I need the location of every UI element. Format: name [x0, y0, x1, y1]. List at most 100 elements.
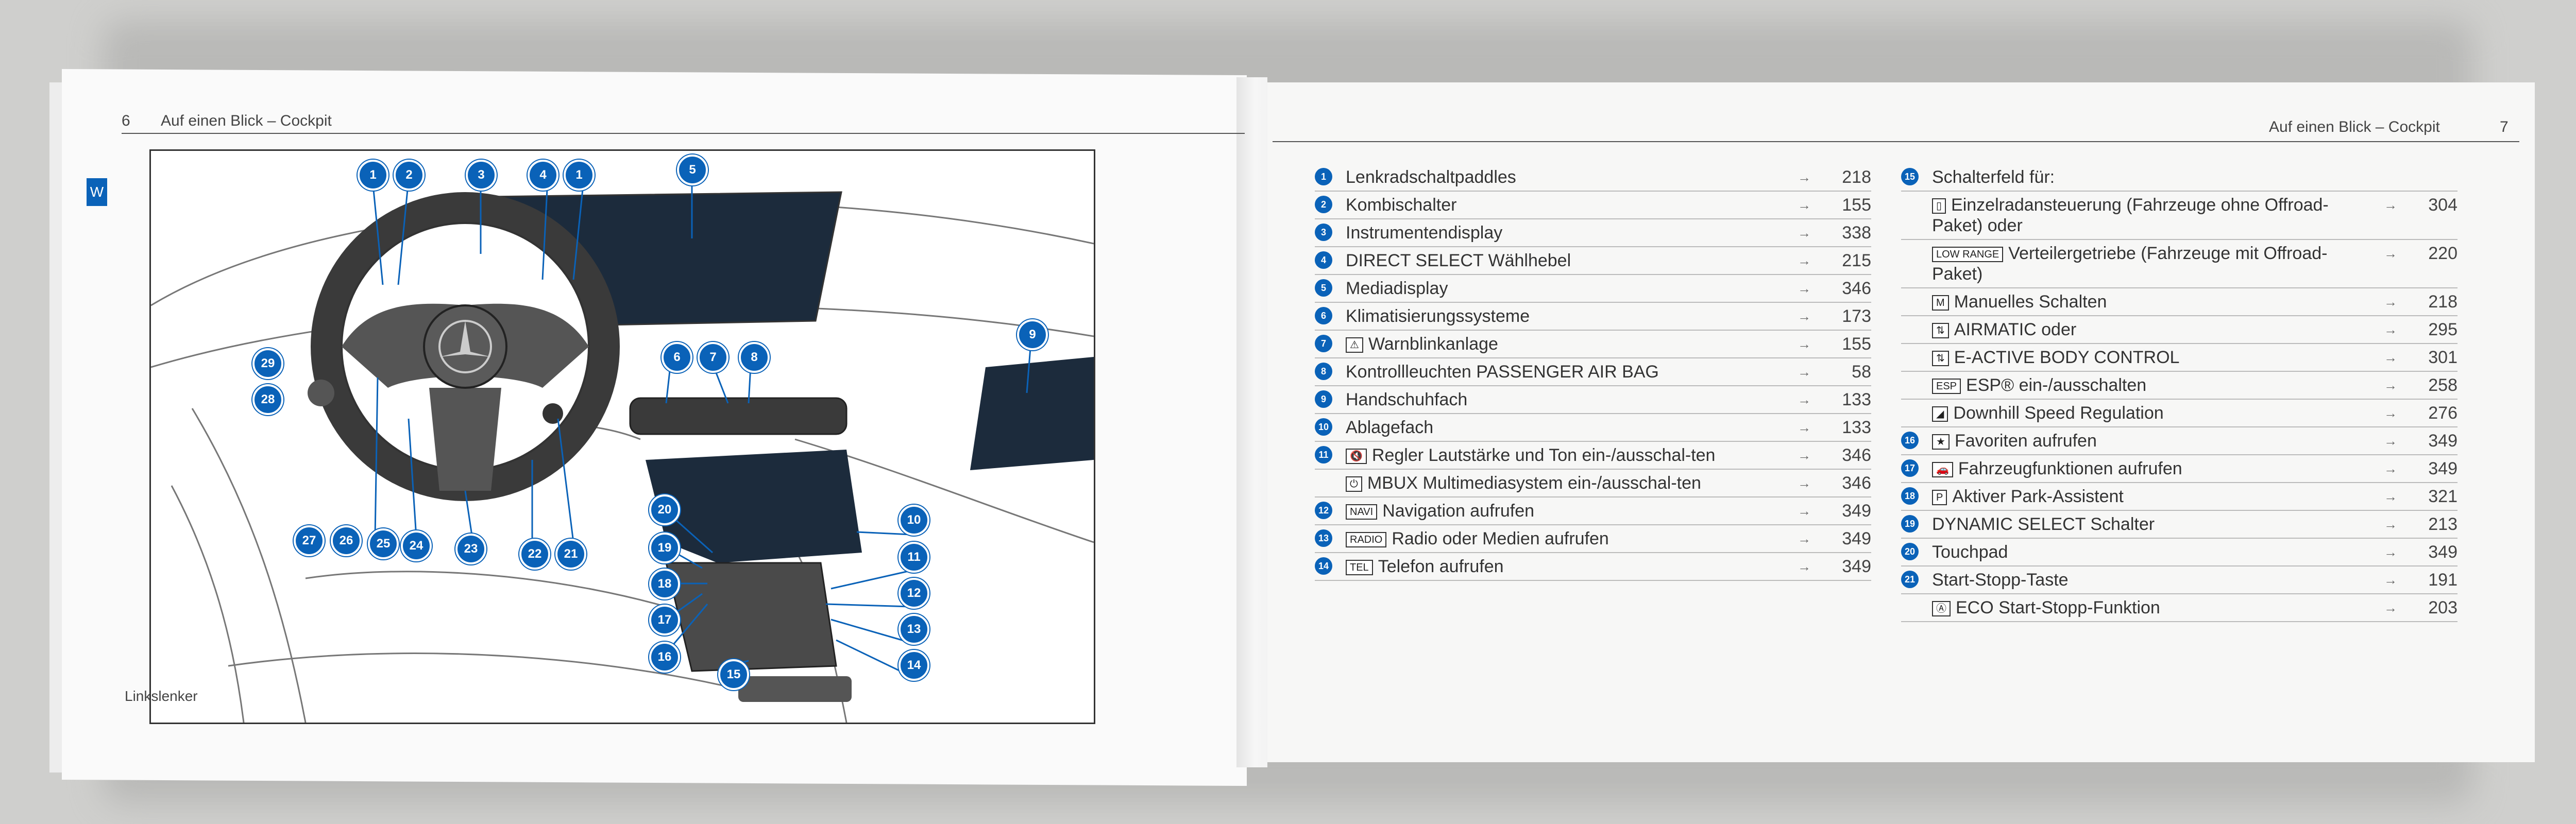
item-label: ▯Einzelradansteuerung (Fahrzeuge ohne Of…: [1932, 195, 2375, 236]
page-ref-arrow: →: [2384, 405, 2397, 421]
item-label: Klimatisierungssysteme: [1346, 306, 1789, 327]
item-label: 🔇Regler Lautstärke und Ton ein-/ausschal…: [1346, 445, 1789, 466]
callout-marker: 25: [368, 528, 399, 559]
item-text: ESP® ein-/ausschalten: [1966, 375, 2147, 395]
callout-marker: 5: [677, 154, 708, 185]
item-number-badge: 13: [1315, 529, 1332, 547]
item-text: Navigation aufrufen: [1382, 501, 1535, 521]
page-ref-arrow: →: [2384, 377, 2397, 393]
page-reference: 258: [2428, 375, 2458, 395]
item-text: Manuelles Schalten: [1954, 292, 2107, 312]
control-symbol-icon: ⏻: [1346, 476, 1362, 492]
item-text: Fahrzeugfunktionen aufrufen: [1958, 459, 2182, 478]
page-ref-arrow: →: [2384, 294, 2397, 310]
control-symbol-icon: ESP: [1932, 379, 1961, 394]
item-text: Verteilergetriebe (Fahrzeuge mit Offroad…: [1932, 244, 2328, 284]
callout-marker: 12: [899, 578, 929, 609]
control-symbol-icon: P: [1932, 490, 1947, 506]
callout-marker: 10: [899, 505, 929, 536]
item-text: E-ACTIVE BODY CONTROL: [1954, 348, 2180, 367]
page-reference: 215: [1842, 251, 1871, 270]
item-number-badge: 2: [1315, 196, 1332, 213]
page-reference: 155: [1842, 195, 1871, 215]
item-label: Handschuhfach: [1346, 389, 1789, 410]
page-ref-arrow: →: [1798, 392, 1811, 407]
page-reference: 218: [2428, 292, 2458, 312]
callout-marker: 14: [899, 650, 929, 681]
item-number-badge: 14: [1315, 557, 1332, 575]
callout-marker: 8: [739, 342, 770, 373]
reference-row: ◢Downhill Speed Regulation → 276: [1901, 400, 2458, 427]
page-ref-arrow: →: [1798, 225, 1811, 241]
callout-marker: 17: [649, 605, 680, 636]
reference-row: ESP ESP® ein-/ausschalten → 258: [1901, 372, 2458, 400]
callout-marker: 29: [252, 348, 283, 379]
item-number-badge: 8: [1315, 363, 1332, 380]
page-reference: 218: [1842, 167, 1871, 187]
page-reference: 173: [1842, 306, 1871, 326]
page-reference: 304: [2428, 195, 2458, 215]
page-reference: 58: [1852, 362, 1871, 382]
page-reference: 191: [2428, 570, 2458, 590]
page-reference: 346: [1842, 445, 1871, 465]
item-text: Instrumentendisplay: [1346, 223, 1503, 243]
page-ref-arrow: →: [2384, 197, 2397, 213]
item-number-badge: 7: [1315, 335, 1332, 352]
control-symbol-icon: 🚗: [1932, 462, 1953, 478]
control-symbol-icon: ⚠: [1346, 337, 1363, 353]
right-page-header: Auf einen Blick – Cockpit: [2269, 118, 2440, 135]
control-symbol-icon: NAVI: [1346, 504, 1378, 520]
page-reference: 338: [1842, 223, 1871, 243]
item-text: Ablagefach: [1346, 418, 1434, 437]
item-number-badge: 3: [1315, 224, 1332, 241]
item-text: DIRECT SELECT Wählhebel: [1346, 251, 1571, 270]
section-tab: W: [87, 178, 107, 206]
page-ref-arrow: →: [1798, 475, 1811, 491]
item-number-badge: 20: [1901, 543, 1919, 560]
item-label: Kombischalter: [1346, 195, 1789, 215]
callout-marker: 2: [394, 160, 425, 191]
item-text: Radio oder Medien aufrufen: [1392, 529, 1609, 548]
control-symbol-icon: 🔇: [1346, 449, 1367, 465]
item-label: Instrumentendisplay: [1346, 222, 1789, 243]
reference-row: 11🔇Regler Lautstärke und Ton ein-/aussch…: [1315, 442, 1871, 470]
item-label: Start-Stopp-Taste: [1932, 570, 2375, 590]
page-reference: 276: [2428, 403, 2458, 423]
control-symbol-icon: LOW RANGE: [1932, 247, 2004, 263]
reference-row: 16★Favoriten aufrufen→349: [1901, 427, 2458, 455]
item-label: ★Favoriten aufrufen: [1932, 431, 2375, 451]
item-label: Touchpad: [1932, 542, 2375, 562]
item-label: ◢Downhill Speed Regulation: [1932, 403, 2375, 423]
callout-marker: 20: [649, 494, 680, 525]
page-reference: 321: [2428, 487, 2458, 506]
reference-row: ⏻MBUX Multimediasystem ein-/ausschal-ten…: [1315, 470, 1871, 497]
item-text: Handschuhfach: [1346, 390, 1468, 409]
page-ref-arrow: →: [2384, 544, 2397, 560]
callout-marker: 24: [401, 530, 432, 561]
page-ref-arrow: →: [1798, 448, 1811, 463]
item-text: Schalterfeld für:: [1932, 167, 2055, 187]
item-number-badge: 9: [1315, 390, 1332, 408]
callout-marker: 28: [252, 384, 283, 415]
item-text: Favoriten aufrufen: [1954, 431, 2097, 451]
item-label: ESP ESP® ein-/ausschalten: [1932, 375, 2375, 396]
callout-marker: 26: [331, 525, 362, 556]
callout-marker: 13: [899, 614, 929, 645]
callout-marker: 4: [528, 160, 558, 191]
